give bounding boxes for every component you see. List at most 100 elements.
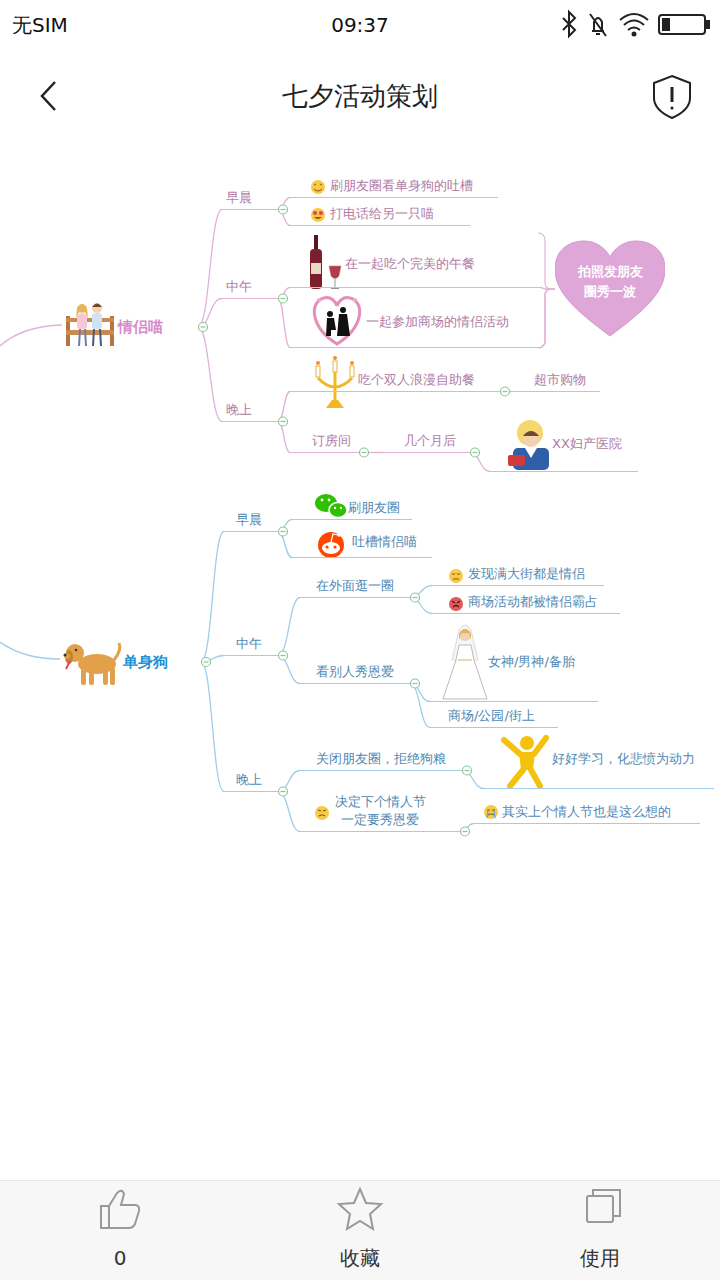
collapse-dot [501, 387, 510, 396]
expressionless-emoji [449, 569, 463, 583]
candelabra-icon [333, 356, 337, 360]
topic-node: 晚上 [224, 771, 278, 792]
collapse-dot [199, 323, 208, 332]
dog-icon [81, 667, 86, 685]
status-text: 09:37 [331, 13, 389, 37]
crying-emoji [484, 805, 498, 819]
yellow-figure-icon [534, 738, 546, 754]
reddit-icon [337, 533, 341, 537]
branch-line [198, 327, 222, 422]
proposal-heart-icon [317, 298, 321, 302]
topic-text: 早晨 [226, 189, 252, 207]
angry-emoji [449, 597, 463, 611]
yellow-figure-icon [504, 736, 546, 786]
toolbar-label: 收藏 [340, 1246, 380, 1270]
worried-emoji [315, 806, 329, 820]
collapse-dot [281, 421, 286, 422]
nav-icons [670, 106, 673, 109]
topic-text: 刷朋友圈看单身狗的吐槽 [330, 177, 473, 195]
topic-text: 晚上 [226, 401, 252, 419]
topic-text: 商场活动都被情侣霸占 [468, 593, 598, 611]
candelabra-icon [316, 366, 320, 377]
dog-icon [103, 668, 108, 685]
topic-node: 好好学习，化悲愤为动力 [484, 750, 714, 789]
bride-icon [459, 629, 471, 640]
topic-node: 吐槽情侣喵 [292, 533, 432, 558]
topic-text: 拍照发朋友圈秀一波 [574, 262, 646, 302]
reddit-icon [318, 532, 344, 558]
topic-node: 晚上 [222, 401, 278, 422]
wine-icon [331, 288, 339, 289]
proposal-heart-icon [314, 298, 359, 344]
collapse-dot [360, 448, 369, 457]
collapse-dot [279, 787, 288, 796]
topic-text: 打电话给另一只喵 [330, 205, 434, 223]
branch-line [201, 662, 224, 792]
crying-emoji [487, 811, 495, 818]
topic-node: 早晨 [224, 511, 278, 532]
collapse-dot [279, 527, 288, 536]
topic-node: 超市购物 [512, 371, 600, 392]
dog-icon [66, 661, 70, 669]
collapse-dot [201, 326, 206, 327]
root-title: 情侣喵 [118, 317, 163, 337]
collapse-dot [281, 209, 286, 210]
dog-icon [64, 643, 120, 685]
collapse-dot [471, 448, 480, 457]
doctor-icon [523, 431, 539, 447]
collapse-dot [413, 597, 418, 598]
collapse-dot [471, 448, 480, 457]
couple-icon [66, 303, 114, 346]
branch-line [278, 792, 300, 832]
proposal-heart-icon [327, 311, 333, 317]
collapse-dot [411, 593, 420, 602]
topic-node: 其实上个情人节也是这么想的 [474, 803, 700, 824]
wine-icon [311, 263, 321, 274]
topic-node: 中午 [224, 635, 278, 656]
collapse-dot [362, 452, 367, 453]
heart-topic: 拍照发朋友圈秀一波 [555, 240, 665, 338]
topic-node: 早晨 [222, 189, 278, 210]
wechat-icon [340, 507, 342, 509]
collapse-dot [279, 294, 288, 303]
topic-node: 几个月后 [384, 432, 470, 453]
topic-text: 早晨 [236, 511, 262, 529]
collapse-dot [279, 651, 288, 660]
root-arcs [0, 325, 62, 346]
couple-icon [77, 314, 87, 329]
collapse-dot [279, 205, 288, 214]
branch-line [278, 598, 300, 656]
smile-emoji [314, 184, 322, 185]
topic-node: 关闭朋友圈，拒绝狗粮 [300, 750, 462, 771]
reddit-icon [331, 534, 338, 542]
worried-emoji [315, 806, 329, 820]
yellow-figure-icon [510, 770, 523, 786]
collapse-dot [204, 661, 209, 662]
expressionless-emoji [449, 569, 463, 583]
status-text: 无SIM [12, 13, 68, 37]
angry-emoji [449, 597, 463, 611]
heart-eyes-emoji [311, 208, 325, 222]
topic-text: 中午 [226, 278, 252, 296]
topic-text: 中午 [236, 635, 262, 653]
topic-text: 在一起吃个完美的午餐 [345, 255, 475, 273]
wine-icon [329, 266, 341, 279]
collapse-dot [199, 323, 208, 332]
collapse-dot [279, 205, 288, 214]
proposal-heart-icon [337, 314, 350, 336]
topic-node: XX妇产医院 [490, 435, 638, 472]
heart-eyes-emoji [319, 211, 323, 215]
topic-node: 一起参加商场的情侣活动 [290, 313, 540, 348]
proposal-heart-icon [340, 307, 346, 313]
collapse-dot [202, 658, 211, 667]
collapse-dot [281, 531, 286, 532]
candelabra-icon [316, 361, 320, 365]
candelabra-icon [350, 361, 354, 365]
reddit-icon [333, 545, 336, 548]
topic-node: 商场/公园/街上 [430, 707, 558, 728]
branch-line [198, 210, 222, 328]
topic-text: 发现满大街都是情侣 [468, 565, 585, 583]
topic-text: 吐槽情侣喵 [352, 533, 417, 551]
topic-node: 在外面逛一圈 [300, 577, 410, 598]
